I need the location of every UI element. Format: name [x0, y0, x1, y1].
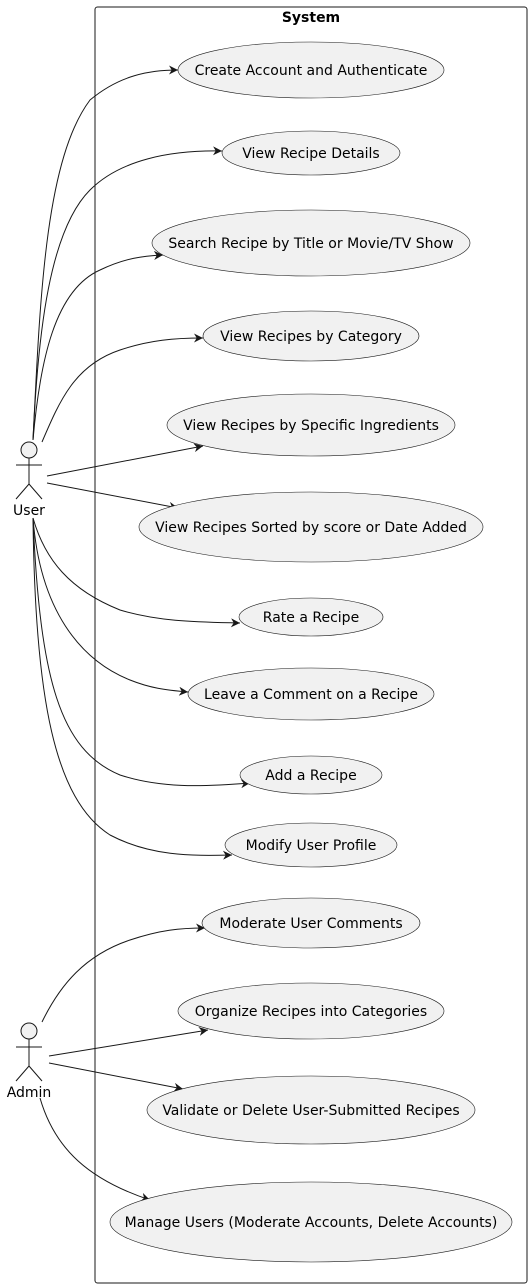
use-case-label: View Recipes by Category: [220, 329, 402, 345]
use-case-label: Leave a Comment on a Recipe: [204, 687, 418, 703]
edge-user-uc7: [32, 517, 241, 628]
use-case-label: View Recipe Details: [242, 146, 379, 162]
edge-admin-uc14: [39, 1097, 151, 1202]
use-case-label: Manage Users (Moderate Accounts, Delete …: [125, 1215, 498, 1231]
edge-user-uc9: [32, 517, 251, 789]
edge-admin-uc11: [41, 923, 206, 1023]
actor-head: [20, 441, 38, 459]
use-case-label: Organize Recipes into Categories: [195, 1004, 427, 1020]
use-case-validate-recipes[interactable]: Validate or Delete User-Submitted Recipe…: [146, 1075, 476, 1145]
edge-user-uc2: [32, 146, 223, 441]
system-boundary: System: [94, 6, 528, 1284]
associations: [32, 65, 251, 1202]
actor-body: [15, 458, 43, 500]
actor-user-label: User: [13, 503, 45, 519]
use-case-modify-profile[interactable]: Modify User Profile: [224, 822, 398, 868]
use-case-view-by-category[interactable]: View Recipes by Category: [202, 310, 420, 362]
use-case-rate-recipe[interactable]: Rate a Recipe: [238, 597, 384, 637]
actor-body: [15, 1039, 43, 1082]
edge-user-uc6: [46, 482, 179, 511]
use-case-label: Create Account and Authenticate: [195, 63, 428, 79]
use-case-search-recipe[interactable]: Search Recipe by Title or Movie/TV Show: [151, 209, 471, 277]
use-case-view-sorted[interactable]: View Recipes Sorted by score or Date Add…: [138, 491, 484, 563]
use-case-organize-recipes[interactable]: Organize Recipes into Categories: [177, 982, 445, 1040]
use-case-create-account[interactable]: Create Account and Authenticate: [177, 41, 445, 99]
actor-head: [20, 1022, 38, 1040]
use-case-manage-users[interactable]: Manage Users (Moderate Accounts, Delete …: [109, 1181, 513, 1263]
use-case-leave-comment[interactable]: Leave a Comment on a Recipe: [187, 667, 435, 721]
actor-admin[interactable]: Admin: [7, 1022, 52, 1101]
use-case-view-by-ingredients[interactable]: View Recipes by Specific Ingredients: [166, 393, 456, 457]
edge-user-uc4: [41, 333, 204, 443]
use-case-label: Validate or Delete User-Submitted Recipe…: [162, 1103, 459, 1119]
use-case-label: Rate a Recipe: [263, 610, 359, 626]
use-case-add-recipe[interactable]: Add a Recipe: [239, 755, 383, 795]
use-case-label: Search Recipe by Title or Movie/TV Show: [168, 236, 453, 252]
use-case-label: Moderate User Comments: [219, 916, 402, 932]
use-case-label: View Recipes Sorted by score or Date Add…: [155, 520, 467, 536]
edge-user-uc10: [32, 517, 233, 860]
actor-user[interactable]: User: [13, 441, 45, 519]
edge-user-uc1: [32, 65, 179, 441]
actor-admin-label: Admin: [7, 1085, 52, 1101]
edge-admin-uc12: [48, 1027, 209, 1057]
use-cases: Create Account and Authenticate View Rec…: [109, 41, 513, 1263]
edge-user-uc5: [46, 443, 204, 477]
edge-admin-uc13: [48, 1062, 184, 1092]
use-case-moderate-comments[interactable]: Moderate User Comments: [201, 897, 421, 949]
system-title: System: [282, 10, 340, 26]
edge-user-uc3: [32, 250, 164, 441]
use-case-label: Modify User Profile: [246, 838, 377, 854]
use-case-label: Add a Recipe: [265, 768, 356, 784]
edge-user-uc8: [32, 517, 189, 696]
use-case-view-recipe-details[interactable]: View Recipe Details: [221, 130, 401, 176]
use-case-label: View Recipes by Specific Ingredients: [183, 418, 439, 434]
